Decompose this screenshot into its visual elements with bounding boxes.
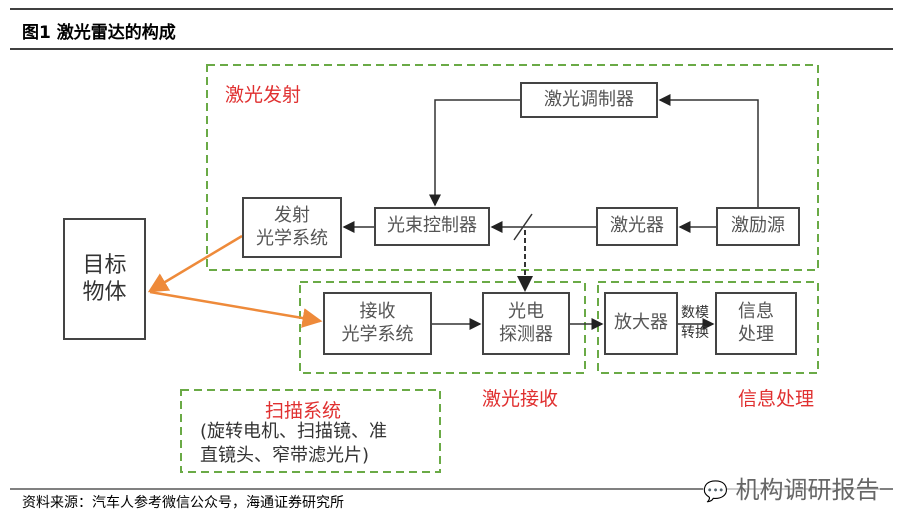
da-conversion-label: 数模 转换 bbox=[681, 305, 709, 342]
return-beam bbox=[149, 290, 323, 328]
group-label-scan: 扫描系统 bbox=[265, 400, 342, 422]
group-label-info: 信息处理 bbox=[738, 388, 815, 410]
exciter-box: 激励源 bbox=[716, 207, 800, 246]
wechat-icon: 💬 bbox=[703, 479, 728, 503]
target-object-box: 目标 物体 bbox=[63, 218, 146, 340]
source-note: 资料来源：汽车人参考微信公众号，海通证券研究所 bbox=[22, 495, 344, 511]
info-processing-box: 信息 处理 bbox=[715, 292, 797, 355]
receive-group-border bbox=[299, 281, 586, 374]
arrow-modulator-beam bbox=[429, 99, 520, 207]
scan-description: (旋转电机、扫描镜、准 直镜头、窄带滤光片) bbox=[200, 421, 388, 467]
emit-group-border bbox=[206, 64, 819, 271]
arrow-exciter-modulator bbox=[658, 94, 759, 207]
emit-optics-box: 发射 光学系统 bbox=[242, 197, 342, 258]
photodetector-box: 光电 探测器 bbox=[482, 292, 570, 355]
beam-splitter bbox=[513, 213, 533, 241]
group-label-receive: 激光接收 bbox=[482, 388, 559, 410]
scan-group-border bbox=[180, 389, 441, 473]
amplifier-box: 放大器 bbox=[604, 292, 678, 355]
watermark: 💬 机构调研报告 bbox=[703, 470, 880, 505]
watermark-text: 机构调研报告 bbox=[735, 476, 880, 504]
laser-modulator-box: 激光调制器 bbox=[520, 82, 658, 118]
receive-optics-box: 接收 光学系统 bbox=[323, 292, 432, 355]
laser-box: 激光器 bbox=[596, 207, 678, 246]
figure-title: 图1 激光雷达的构成 bbox=[22, 23, 176, 43]
emit-beam bbox=[147, 234, 243, 293]
group-label-emit: 激光发射 bbox=[225, 84, 302, 106]
beam-controller-box: 光束控制器 bbox=[374, 207, 490, 246]
